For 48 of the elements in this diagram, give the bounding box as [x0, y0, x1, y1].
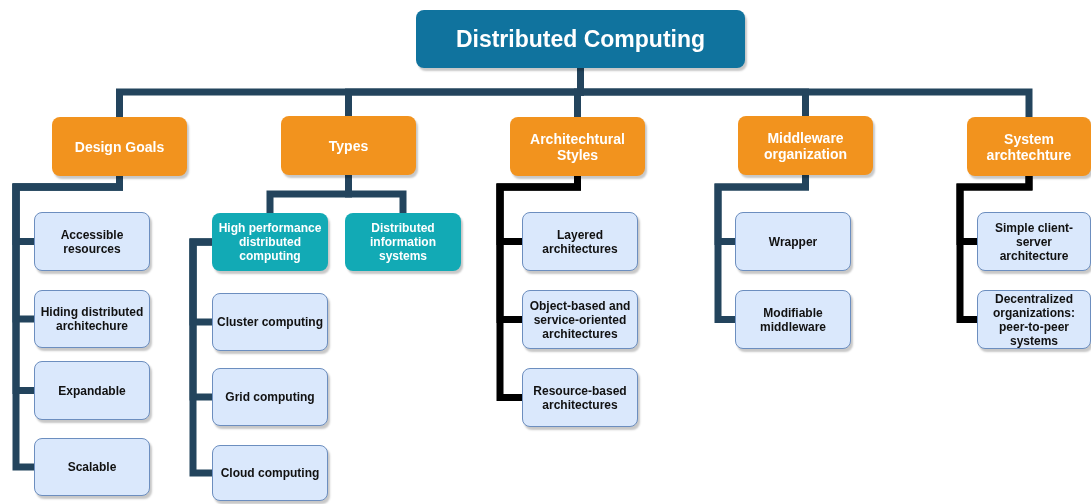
box-label: Types	[328, 137, 369, 154]
item-box	[977, 212, 1091, 271]
box-label: Layered architectures	[541, 227, 619, 256]
subcategory-box	[212, 213, 328, 271]
item-box	[522, 368, 638, 427]
box-label: Hiding distributed architechure	[39, 305, 145, 333]
box-label: Cluster computing	[217, 315, 323, 329]
box-label: Modifiable middleware	[759, 305, 827, 334]
box-label: Design Goals	[74, 138, 165, 155]
box-label: Distributed information systems	[369, 221, 437, 263]
box-label: Accessible resources	[59, 227, 125, 256]
box-label: System archtechture	[985, 130, 1073, 163]
box-label: High performance distributed computing	[217, 221, 323, 263]
category-box	[52, 117, 187, 176]
item-box	[735, 212, 851, 271]
item-box	[34, 290, 150, 348]
item-box	[34, 212, 150, 271]
item-box	[212, 368, 328, 426]
item-box	[735, 290, 851, 349]
category-box	[967, 117, 1091, 176]
box-label: Architechtural Styles	[529, 130, 626, 163]
category-box	[281, 116, 416, 175]
box-label: Decentralized organizations: peer-to-peer systems	[992, 291, 1076, 348]
box-label: Cloud computing	[220, 466, 320, 480]
box-label: Expandable	[58, 383, 126, 398]
subcategory-box	[345, 213, 461, 271]
item-box	[522, 212, 638, 271]
item-box	[34, 438, 150, 496]
box-label: Distributed Computing	[455, 25, 706, 53]
category-box	[738, 116, 873, 175]
connector-line	[189, 238, 212, 477]
item-box	[212, 445, 328, 501]
item-box	[522, 290, 638, 349]
box-label: Wrapper	[768, 234, 818, 249]
item-box	[34, 361, 150, 420]
box-label: Resource-based architectures	[532, 383, 628, 412]
item-box	[977, 290, 1091, 349]
box-label: Scalable	[67, 460, 117, 474]
connector-line	[345, 175, 407, 213]
box-label: Grid computing	[225, 390, 315, 404]
box-label: Simple client-server architecture	[994, 220, 1074, 263]
item-box	[212, 293, 328, 351]
title-box	[416, 10, 745, 68]
category-box	[510, 117, 645, 176]
box-label: Middleware organization	[762, 129, 849, 162]
connector-line	[12, 176, 123, 471]
connector-line	[956, 176, 1033, 323]
box-label: Object-based and service-oriented architectures	[528, 298, 632, 341]
